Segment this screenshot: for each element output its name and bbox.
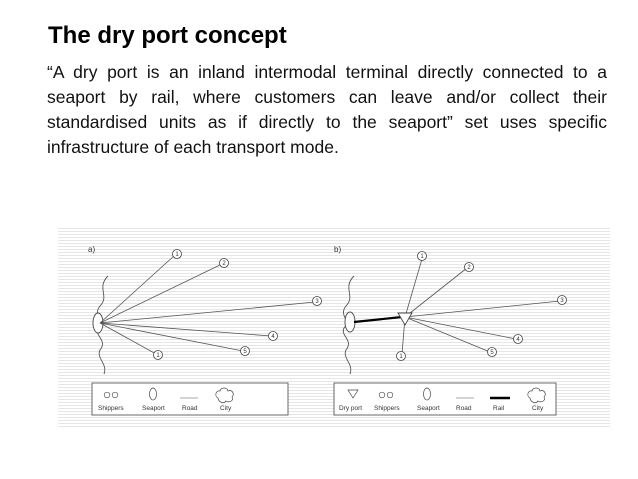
dry-port-icon — [397, 312, 413, 326]
shipper-node-2 — [464, 262, 474, 272]
node-b-label-6: 1 — [399, 354, 403, 360]
legend-b-dry-port: Dry port — [339, 405, 362, 412]
node-a-label-3: 3 — [315, 299, 319, 305]
seaport-legend-icon — [149, 387, 157, 401]
legend-a-shippers: Shippers — [98, 405, 124, 412]
shipper-node-2 — [219, 258, 229, 268]
shipper-nodes-a — [153, 249, 322, 360]
panel-a-label: a) — [88, 245, 95, 254]
node-a-label-6: 1 — [156, 353, 160, 359]
shipper-node-1b — [396, 351, 406, 361]
dry-port-legend-icon — [347, 389, 359, 399]
node-a-label-4: 4 — [271, 334, 275, 340]
dry-port-diagram: a) 1 2 3 — [58, 228, 610, 428]
slide-title: The dry port concept — [48, 22, 287, 49]
legend-b-box — [333, 382, 557, 416]
legend-a-city: City — [220, 405, 232, 412]
shipper-nodes-b — [396, 251, 567, 361]
coastline-b — [342, 275, 355, 375]
shippers-legend-icon — [386, 391, 394, 399]
node-b-label-4: 4 — [516, 337, 520, 343]
node-a-label-2: 2 — [222, 261, 226, 267]
rail-link — [353, 315, 403, 324]
legend-b-rail: Rail — [493, 405, 505, 412]
shipper-node-5 — [487, 347, 497, 357]
diagram-svg: a) 1 2 3 — [58, 228, 610, 428]
shipper-node-3 — [312, 296, 322, 306]
seaport-legend-icon — [423, 387, 431, 401]
node-b-label-1: 1 — [420, 254, 424, 260]
legend-b-shippers: Shippers — [374, 405, 400, 412]
shipper-node-4 — [513, 334, 523, 344]
shipper-node-4 — [268, 331, 278, 341]
road-links-b — [401, 258, 561, 355]
road-links-a — [99, 254, 316, 355]
panel-b-label: b) — [334, 245, 341, 254]
shipper-node-3 — [557, 295, 567, 305]
shipper-node-1 — [417, 251, 427, 261]
legend-a: Shippers Seaport Road City — [91, 382, 289, 416]
panel-a: a) 1 2 3 — [88, 245, 322, 416]
shippers-legend-icon — [378, 391, 386, 399]
shipper-node-5 — [240, 346, 250, 356]
node-b-label-5: 5 — [490, 350, 494, 356]
legend-b-road: Road — [456, 405, 472, 412]
shipper-node-1 — [172, 249, 182, 259]
node-b-label-2: 2 — [467, 265, 471, 271]
panel-b: b) 1 — [333, 245, 567, 416]
shipper-node-1b — [153, 350, 163, 360]
legend-b: Dry port Shippers Seaport Road Rail City — [333, 382, 557, 416]
legend-a-seaport: Seaport — [142, 405, 165, 412]
shippers-legend-icon — [103, 391, 111, 399]
legend-b-seaport: Seaport — [417, 405, 440, 412]
seaport-b-icon — [344, 311, 356, 333]
node-a-label-1: 1 — [175, 252, 179, 258]
definition-text: “A dry port is an inland intermodal term… — [47, 62, 607, 157]
city-legend-icon — [527, 387, 546, 404]
city-legend-icon — [215, 387, 234, 404]
legend-b-city: City — [532, 405, 544, 412]
shippers-legend-icon — [111, 391, 119, 399]
node-a-label-5: 5 — [243, 349, 247, 355]
node-b-label-3: 3 — [560, 298, 564, 304]
legend-a-box — [91, 382, 289, 416]
legend-a-road: Road — [182, 405, 198, 412]
